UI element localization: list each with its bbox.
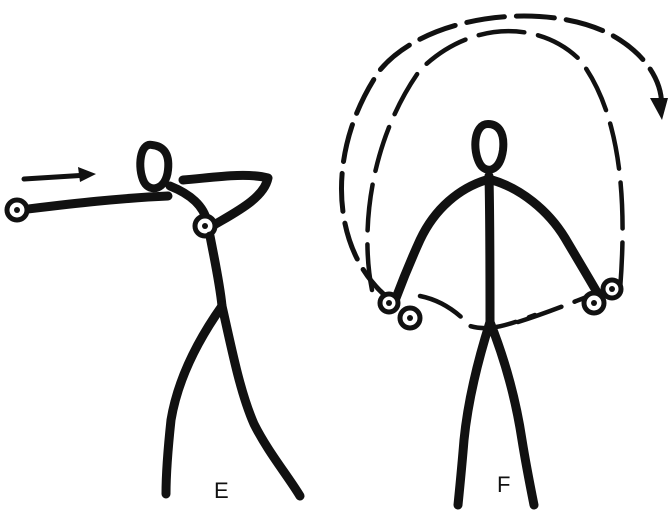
head-f: [475, 124, 503, 170]
motion-arc-inner-f: [367, 31, 622, 290]
motion-arrow-e: [24, 167, 96, 182]
leg-left-e: [166, 306, 222, 494]
head-e: [140, 145, 168, 189]
figure-label-e: E: [214, 480, 229, 502]
arm-right-f: [492, 180, 598, 294]
arm-bent-e: [170, 175, 268, 225]
figure-label-f: F: [497, 474, 510, 496]
figure-e: [7, 145, 300, 496]
torso-e: [210, 236, 222, 306]
leg-left-f: [458, 322, 490, 505]
arm-left-f: [396, 180, 486, 298]
dumbbell-left-e: [7, 200, 27, 220]
arc-arrowhead-f: [650, 98, 668, 120]
torso-f: [489, 176, 490, 322]
arm-extended-e: [28, 196, 168, 209]
leg-right-e: [222, 306, 300, 496]
figure-f: [341, 16, 668, 505]
